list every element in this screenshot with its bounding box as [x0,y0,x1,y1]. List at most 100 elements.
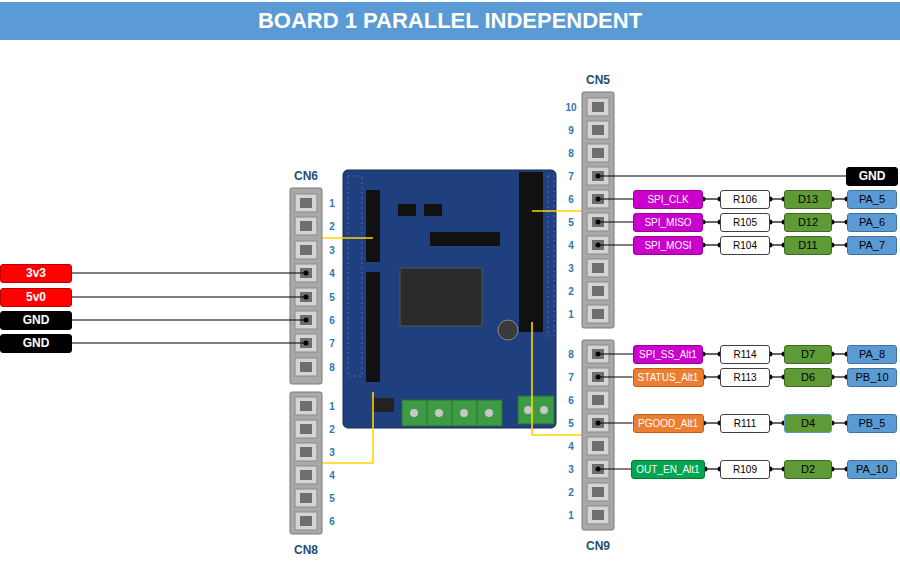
pin-number: 6 [329,516,335,527]
arduino-pin-box: D11 [784,236,832,255]
pin-number: 1 [329,401,335,412]
pin-dot [596,174,601,179]
box-text: PB_10 [855,371,888,383]
wire [72,342,306,343]
box-text: STATUS_Alt1 [638,372,699,383]
pin-contact [592,263,604,273]
wire [598,175,846,176]
pin-slot [587,98,609,116]
box-text: R106 [733,194,757,205]
connector-path [703,353,720,354]
box-text: PA_7 [859,239,885,251]
pin-number: 5 [329,292,335,303]
resistor-box: R105 [720,213,770,232]
terminal-screw [460,409,468,417]
pin-slot [587,282,609,300]
terminal-screw [485,409,493,417]
pin-number: 6 [568,395,574,406]
pin-holes [348,176,362,376]
mcu-port-box: PA_6 [847,213,897,232]
connector-path [703,221,720,222]
terminal-divider [427,400,428,426]
connectors [290,92,614,534]
dc-supply-jack [372,398,394,412]
wire [72,319,306,320]
connector-housing [582,92,614,328]
signal-box: SPI_MOSI [633,236,703,255]
pin-number: 7 [568,171,574,182]
pin-slot [587,305,609,323]
box-text: SPI_CLK [647,194,688,205]
box-text: R111 [734,418,756,429]
pin-number: 3 [329,245,335,256]
wire [598,468,631,469]
pin-slot [295,217,317,235]
signal-box: SPI_MISO [633,213,703,232]
signal-box: SPI_CLK [633,190,703,209]
box-text: D11 [798,239,817,251]
capacitor [498,320,518,340]
yellow-leaders [322,211,582,463]
leader-line [532,322,582,435]
resistor-box: R106 [720,190,770,209]
pin-number: 1 [568,309,574,320]
box-text: GND [23,313,50,327]
pin-number: 3 [568,263,574,274]
box-text: D13 [798,193,818,205]
arduino-pin-box: D7 [784,345,832,364]
pin-number: 6 [568,194,574,205]
arduino-pin-box: D4 [784,414,832,433]
box-text: SPI_MOSI [644,240,691,251]
wire [598,198,633,199]
pin-slot [587,144,609,162]
pin-contact [592,441,604,451]
connector-path [703,198,720,199]
pin-number: 5 [329,493,335,504]
pin-contact [592,102,604,112]
box-text: D12 [798,216,818,228]
pin-number: 2 [329,424,335,435]
pin-connector [290,392,322,534]
pin-holes [548,176,554,336]
box-text: 5v0 [26,290,46,304]
signal-box: STATUS_Alt1 [633,368,704,387]
pin-contact [300,221,312,231]
pin-slot [587,121,609,139]
power-box: 3v3 [0,264,72,283]
wire [598,221,633,222]
box-text: R104 [733,240,757,251]
pin-dot [596,375,601,380]
box-text: SPI_MISO [644,217,691,228]
pin-contact [592,286,604,296]
pin-slot [587,437,609,455]
pin-number: 5 [568,418,574,429]
jumper [424,204,442,216]
wire [598,244,633,245]
pin-slot [587,259,609,277]
box-text: GND [859,169,886,183]
pin-dot [596,352,601,357]
pin-number: 8 [329,362,335,373]
pin-header [366,272,380,382]
pin-slot [295,489,317,507]
pin-dot [596,421,601,426]
driver-chip [400,268,482,326]
pin-contact [592,309,604,319]
pin-dot [596,197,601,202]
connector-name: CN8 [294,543,318,557]
pin-number: 2 [568,487,574,498]
pin-contact [300,493,312,503]
pin-header [366,190,380,262]
box-text: R105 [733,217,757,228]
box-text: D4 [801,417,815,429]
pin-contact [300,245,312,255]
arduino-pin-box: D12 [784,213,832,232]
ground-box: GND [0,311,72,330]
wire [72,296,306,297]
resistor-box: R109 [720,460,770,479]
arduino-pin-box: D2 [784,460,832,479]
pin-slot [295,466,317,484]
